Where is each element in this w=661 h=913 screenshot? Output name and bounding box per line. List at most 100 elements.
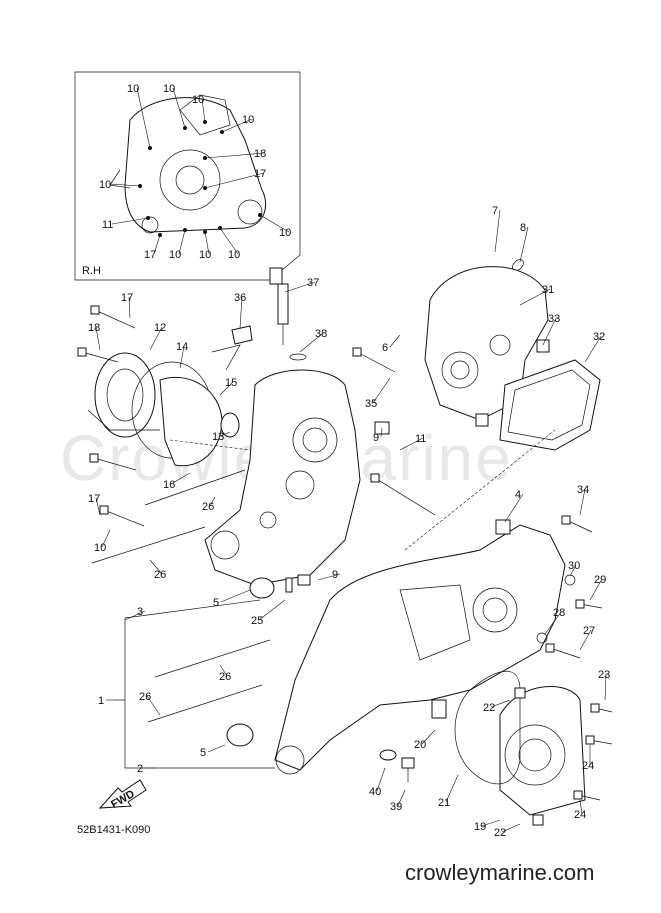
bolt-head — [585, 735, 595, 745]
callout-leader — [604, 673, 607, 701]
callout-leader — [544, 611, 562, 635]
inset-leader — [111, 217, 149, 225]
callout-20: 20 — [414, 739, 426, 751]
callout-leader — [579, 629, 592, 651]
callout-18: 18 — [88, 322, 100, 334]
callout-24: 24 — [582, 760, 594, 772]
inset-leader — [153, 234, 161, 255]
inset-callout-10: 10 — [279, 227, 291, 239]
callout-leader — [219, 664, 228, 677]
bolt-head — [561, 515, 571, 525]
callout-26: 26 — [219, 671, 231, 683]
callout-35: 35 — [365, 398, 377, 410]
callout-leader — [376, 767, 386, 792]
inset-callout-17: 17 — [254, 168, 266, 180]
inset-leader — [259, 214, 290, 233]
callout-leader — [101, 529, 111, 548]
callout-22: 22 — [483, 702, 495, 714]
callout-leader — [239, 296, 243, 329]
inset-leader — [108, 183, 141, 187]
callout-leader — [490, 699, 511, 708]
callout-33: 33 — [548, 313, 560, 325]
callout-leader — [501, 823, 521, 833]
callout-leader — [519, 288, 551, 306]
callout-37: 37 — [307, 277, 319, 289]
callout-leader — [299, 332, 324, 353]
inset-callout-10: 10 — [163, 83, 175, 95]
callout-leader — [579, 799, 583, 815]
callout-15: 15 — [225, 377, 237, 389]
bolt-head — [77, 347, 87, 357]
callout-leader — [149, 326, 163, 351]
bolt-head — [573, 790, 583, 800]
callout-5: 5 — [200, 747, 206, 759]
callout-leader — [504, 493, 524, 523]
callout-leader — [397, 789, 406, 807]
callout-leader — [179, 345, 185, 369]
callout-leader — [128, 296, 131, 319]
bolt-shaft — [93, 457, 137, 471]
callout-leader — [372, 377, 391, 404]
callout-14: 14 — [176, 341, 188, 353]
callout-6: 6 — [382, 342, 388, 354]
callout-9: 9 — [373, 432, 379, 444]
callout-leader — [124, 610, 146, 621]
bolt-shaft — [549, 647, 581, 659]
callout-leader — [95, 497, 101, 516]
callout-25: 25 — [251, 615, 263, 627]
callout-leader — [542, 317, 557, 346]
callout-17: 17 — [88, 493, 100, 505]
callout-8: 8 — [520, 222, 526, 234]
callout-leader — [284, 281, 316, 293]
bolt-shaft — [81, 351, 119, 363]
callout-leader — [569, 564, 577, 577]
inset-leader — [136, 87, 151, 149]
callout-21: 21 — [438, 797, 450, 809]
callout-12: 12 — [154, 322, 166, 334]
callout-40: 40 — [369, 786, 381, 798]
inset-callout-10: 10 — [242, 114, 254, 126]
callout-leader — [445, 774, 459, 803]
callout-leader — [317, 573, 341, 581]
callout-34: 34 — [577, 484, 589, 496]
parts-artwork — [77, 255, 613, 826]
callout-leader — [209, 496, 216, 507]
fwd-arrow: FWD — [98, 779, 147, 811]
inset-leader — [172, 87, 186, 129]
callout-leader — [579, 488, 586, 516]
callout-leader — [481, 819, 501, 827]
callout-5: 5 — [213, 597, 219, 609]
callout-39: 39 — [390, 801, 402, 813]
callout-leader — [170, 472, 191, 485]
callout-36: 36 — [234, 292, 246, 304]
bolt-shaft — [103, 509, 145, 527]
inset-point — [183, 126, 187, 130]
bolt-head — [90, 305, 100, 315]
bolt-shaft — [94, 309, 136, 329]
callout-leader — [584, 335, 602, 363]
inset-leader — [219, 227, 239, 255]
inset-callout-18: 18 — [254, 148, 266, 160]
inset-leader — [204, 172, 265, 189]
callout-leader — [258, 599, 286, 621]
callout-leader — [149, 559, 163, 575]
site-name[interactable]: crowleymarine.com — [405, 860, 595, 885]
callout-38: 38 — [315, 328, 327, 340]
inset-callout-17: 17 — [144, 249, 156, 261]
callout-13: 13 — [212, 431, 224, 443]
callout-leader — [399, 437, 424, 451]
callout-leader — [146, 695, 161, 716]
inset-callout-10: 10 — [228, 249, 240, 261]
callout-22: 22 — [494, 827, 506, 839]
fwd-label: FWD — [109, 788, 137, 811]
callout-10: 10 — [94, 542, 106, 554]
bolt-head — [352, 347, 362, 357]
callout-7: 7 — [492, 205, 498, 217]
callout-9: 9 — [332, 569, 338, 581]
bolt-head — [370, 473, 380, 483]
callout-leader — [219, 431, 231, 437]
callout-leader — [207, 744, 226, 753]
callout-leader — [389, 334, 401, 348]
